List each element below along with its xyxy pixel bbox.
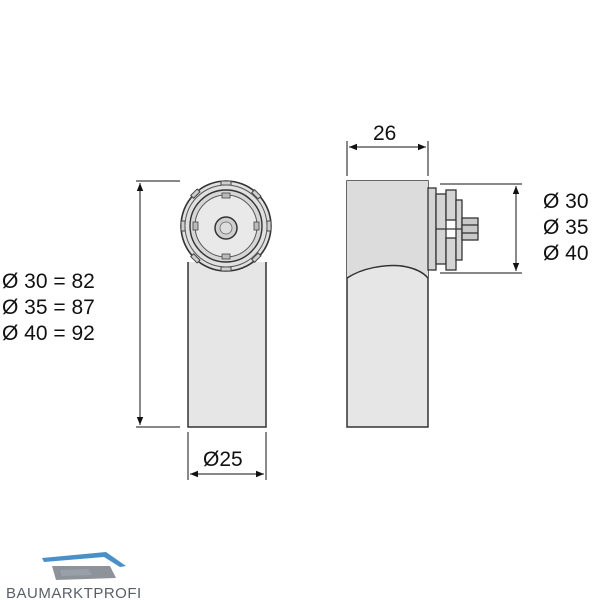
logo-mark-shape-2 [60,569,92,576]
front-height-label-2: Ø 35 = 87 [2,296,95,319]
front-shaft [187,262,267,428]
side-cap-shade [347,181,428,278]
front-width-label: Ø25 [203,448,243,471]
front-cap-notches [192,192,260,260]
side-seam-curve-redraw [346,264,429,279]
front-height-label-1: Ø 30 = 82 [2,270,95,293]
front-center-bolt-inner [219,221,233,235]
side-diam-label-1: Ø 30 [543,190,589,213]
front-cap-teeth [180,180,272,272]
side-diam-label-2: Ø 35 [543,216,589,239]
logo-roof-icon [42,552,126,567]
front-height-label-3: Ø 40 = 92 [2,322,95,345]
side-view: 26 Ø 30 Ø 35 Ø 40 [346,122,589,428]
logo-text: BAUMARKTPROFI [6,585,142,600]
front-view: Ø 30 = 82 Ø 35 = 87 Ø 40 = 92 Ø25 [2,180,272,480]
baumarktprofi-logo: BAUMARKTPROFI [6,552,142,600]
side-diam-label-3: Ø 40 [543,242,589,265]
front-cap-ring-2 [184,184,268,268]
side-clamp [427,187,479,271]
side-width-label: 26 [373,122,396,145]
